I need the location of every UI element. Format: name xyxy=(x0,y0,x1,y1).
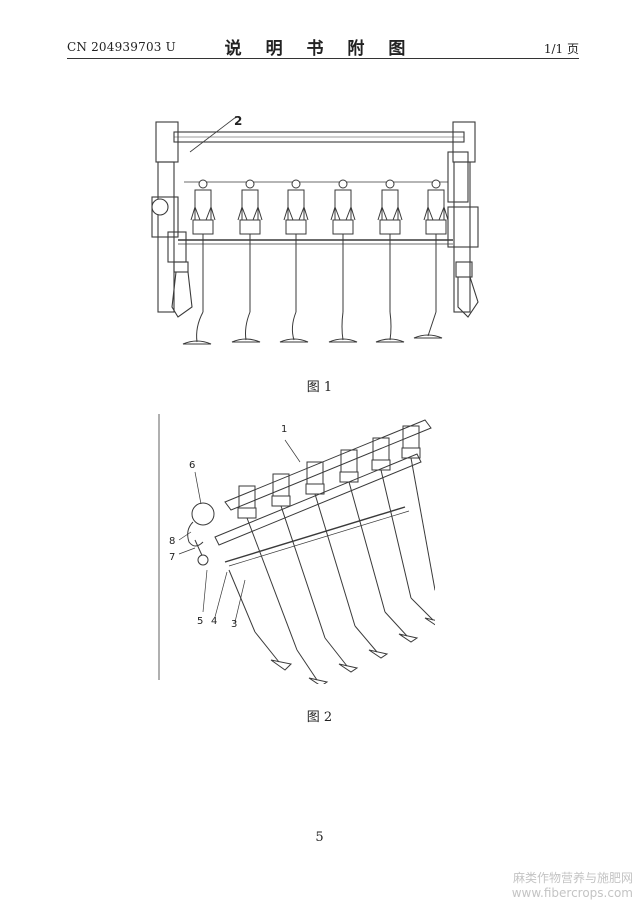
figure-2-label-4: 4 xyxy=(211,616,217,627)
figure-2-label-1: 1 xyxy=(281,424,287,435)
figure-1-drawing: 2 xyxy=(151,114,479,345)
figure-2-label-5: 5 xyxy=(197,616,203,627)
header-divider xyxy=(67,58,579,59)
page-indicator: 1/1 页 xyxy=(543,42,579,56)
figure-1-label-2: 2 xyxy=(234,114,242,128)
watermark: 麻类作物营养与施肥网 www.fibercrops.com xyxy=(512,871,633,901)
figure-2-caption: 图 2 xyxy=(306,710,333,725)
page-title: 说 明 书 附 图 xyxy=(224,39,415,59)
figure-1-caption: 图 1 xyxy=(306,380,333,395)
figure-2-label-7: 7 xyxy=(169,552,175,563)
figure-2-label-8: 8 xyxy=(169,536,175,547)
patent-number: CN 204939703 U xyxy=(67,40,176,54)
figure-2-drawing: 1 6 8 7 5 4 3 xyxy=(158,414,435,684)
figure-2-label-6: 6 xyxy=(189,460,195,471)
watermark-line-2: www.fibercrops.com xyxy=(511,886,633,900)
figure-2-label-3: 3 xyxy=(231,619,237,630)
watermark-line-1: 麻类作物营养与施肥网 xyxy=(512,871,633,885)
page-number: 5 xyxy=(315,830,324,845)
